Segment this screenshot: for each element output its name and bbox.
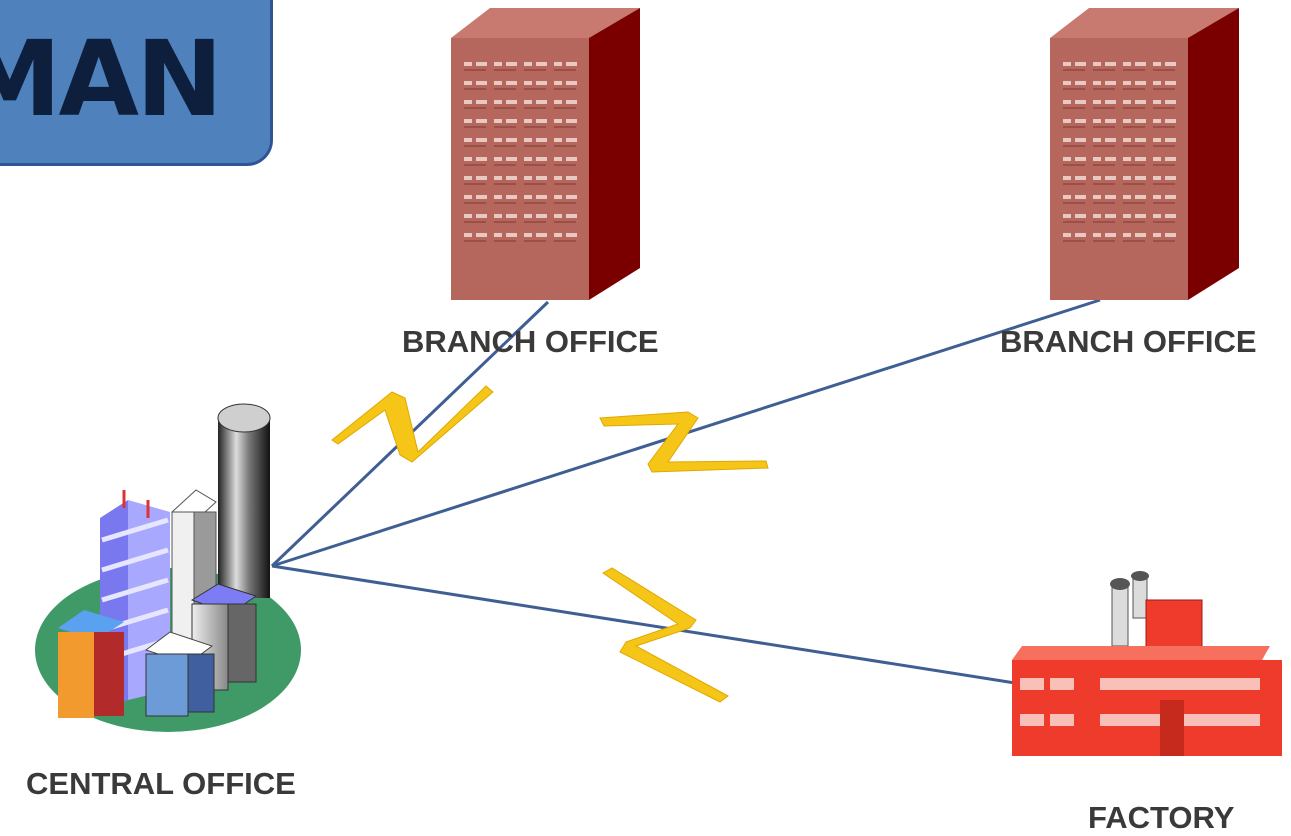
branch-office-1-label: BRANCH OFFICE (402, 324, 659, 359)
central-office-label: CENTRAL OFFICE (26, 766, 296, 801)
office-building-icon (451, 8, 640, 300)
office-building-icon (1050, 8, 1239, 300)
lightning-bolt-icon (331, 385, 494, 463)
title-box: MAN (0, 0, 273, 166)
lightning-bolt-icon (602, 567, 729, 703)
branch-office-2-label: BRANCH OFFICE (1000, 324, 1257, 359)
factory-label: FACTORY (1088, 800, 1235, 835)
diagram-title: MAN (0, 18, 223, 140)
lightning-bolt-icon (599, 411, 769, 473)
factory-icon (1012, 571, 1282, 756)
city-buildings-icon (35, 403, 301, 732)
link-central-factory (271, 564, 1016, 685)
